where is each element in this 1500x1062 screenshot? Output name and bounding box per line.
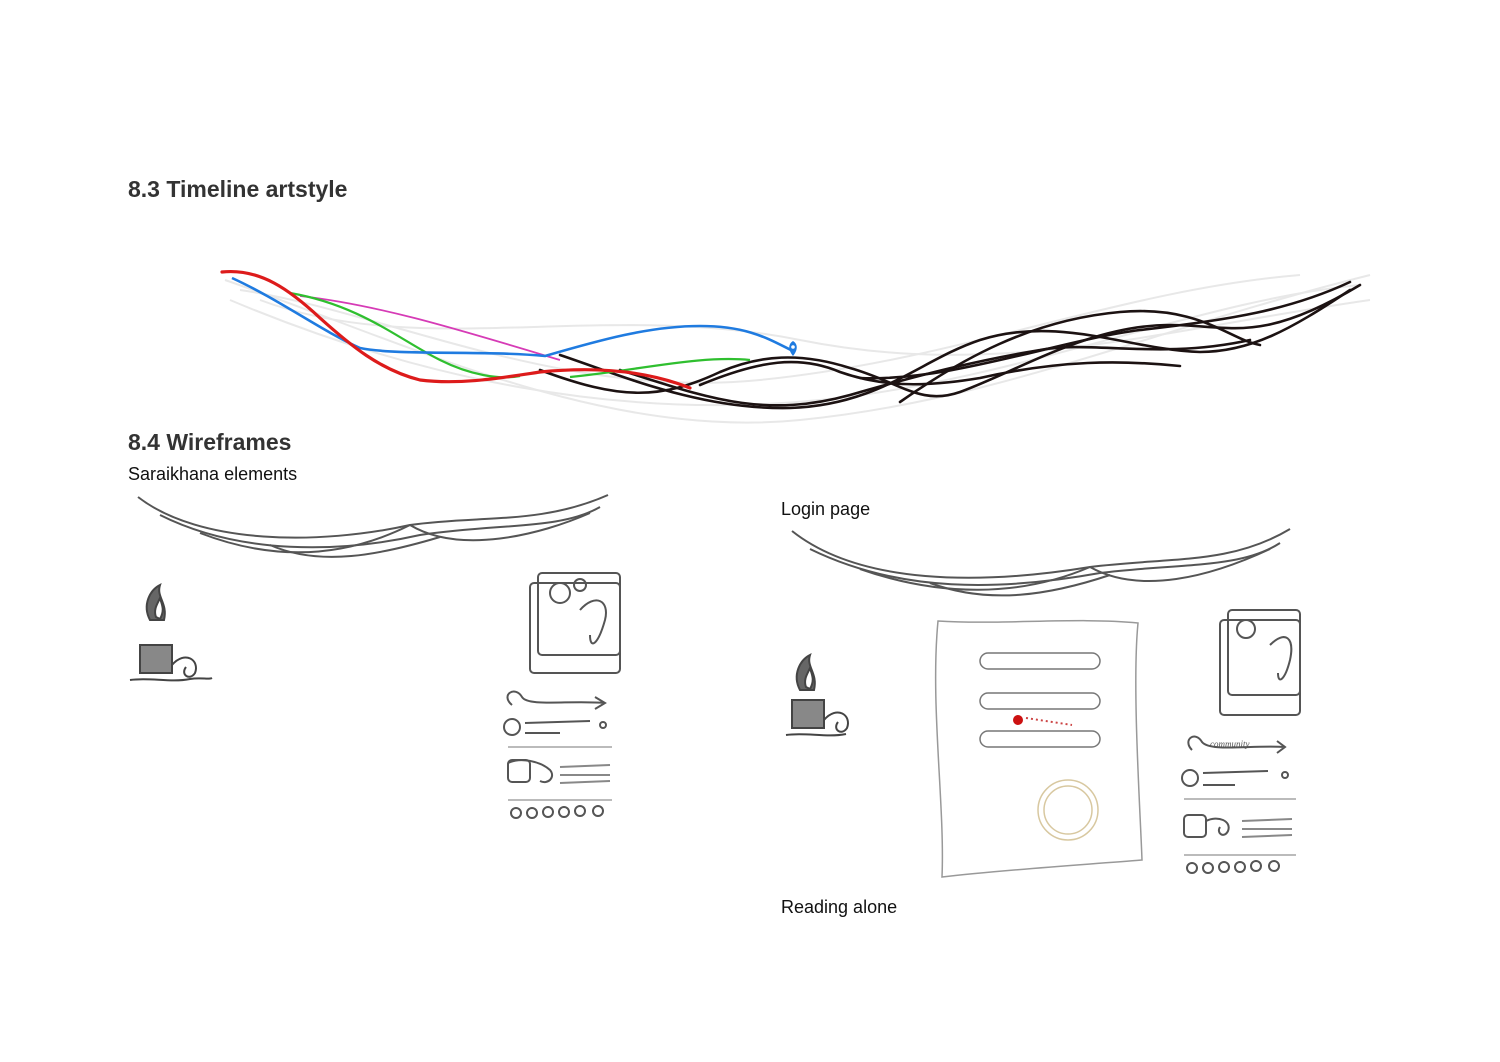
login-caption: Login page <box>781 499 871 519</box>
menu-list-sketch <box>503 690 612 819</box>
canopy-sketch <box>791 528 1291 597</box>
login-wireframe: community <box>785 528 1301 878</box>
candle-icon <box>785 653 849 737</box>
username-field-sketch <box>979 652 1101 670</box>
timeline-blue-thread <box>231 276 796 358</box>
timeline-red-thread <box>220 269 692 390</box>
saraikhana-caption: Saraikhana elements <box>128 464 298 484</box>
wireframes-heading: 8.4 Wireframes <box>128 429 292 455</box>
login-field-sketch <box>979 730 1101 748</box>
saraikhana-wireframe <box>129 494 621 819</box>
timeline-magenta-thread <box>299 295 561 361</box>
profile-card-sketch <box>1219 609 1301 716</box>
community-label: community <box>1210 739 1250 749</box>
timeline-location-pin-icon <box>789 341 797 356</box>
timeline-sketch <box>220 269 1371 424</box>
seal-circle <box>1037 779 1099 841</box>
menu-list-sketch: community <box>1181 735 1296 874</box>
scroll-login-panel <box>934 619 1143 878</box>
profile-card-sketch <box>529 572 621 674</box>
reading-caption: Reading alone <box>781 897 898 917</box>
canopy-sketch <box>137 494 609 558</box>
timeline-heading: 8.3 Timeline artstyle <box>128 176 348 202</box>
timeline-ghost-lines <box>224 274 1371 424</box>
timeline-dark-threads <box>538 280 1362 410</box>
candle-icon <box>129 583 213 682</box>
password-field-sketch <box>979 692 1101 710</box>
